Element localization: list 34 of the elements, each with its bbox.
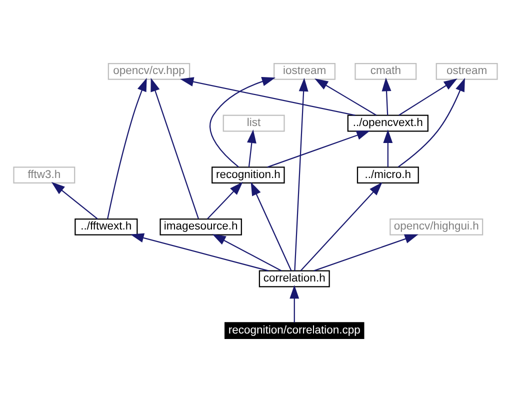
node-box: ../fftwext.h [74,218,138,235]
node-box: fftw3.h [12,166,75,184]
node-box: recognition/correlation.cpp [224,322,364,339]
arrow [50,181,98,219]
node-box: ../opencvext.h [346,114,428,132]
node-box: cmath [354,62,416,80]
arrow [398,78,457,116]
node-box: opencv/highgui.h [389,218,483,235]
arrow [209,76,275,167]
arrow [294,77,308,270]
arrow [313,234,418,271]
node-box: ../micro.h [356,166,418,184]
arrow [246,129,256,167]
arrow [314,78,376,116]
arrow [150,77,198,218]
arrow [212,234,282,271]
arrow [130,232,268,271]
node-box: correlation.h [258,270,330,287]
arrow [266,130,370,168]
arrow [300,182,382,271]
node-box: recognition.h [211,166,284,184]
node-box: opencv/cv.hpp [107,62,190,80]
node-box: ostream [435,62,498,80]
arrow [289,284,299,322]
node-box: iostream [273,62,336,80]
node-box: list [222,114,284,132]
node-box: imagesource.h [159,218,242,235]
arrow [180,76,355,116]
arrow [381,77,391,115]
arrow [397,77,464,167]
arrow [250,181,292,270]
arrow [206,181,242,219]
arrow [382,129,392,167]
arrow [106,77,146,218]
